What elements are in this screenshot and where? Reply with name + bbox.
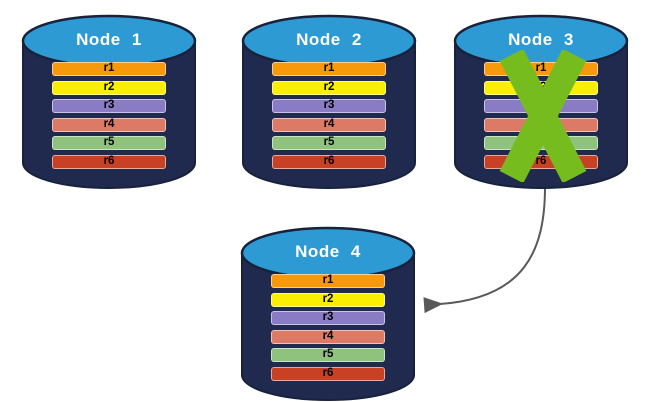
replica-row-r5: r5: [271, 348, 385, 362]
replica-rows: r1 r2 r3 r4 r5 r6: [272, 62, 386, 169]
replica-row-r6: r6: [271, 366, 385, 381]
replica-row-r4: r4: [272, 117, 386, 132]
replica-row-r5: r5: [272, 136, 386, 150]
replica-row-r6: r6: [52, 154, 166, 169]
node-title: Node 4: [295, 242, 361, 261]
node-title: Node 2: [296, 30, 362, 49]
replica-row-r6: r6: [272, 154, 386, 169]
replica-rows: r1 r2 r3 r4 r5 r6: [271, 274, 385, 381]
replica-rows: r1 r2 r3 r4 r5 r6: [52, 62, 166, 169]
replica-row-r4: r4: [52, 117, 166, 132]
failure-x-icon: [499, 50, 587, 182]
replica-row-r5: r5: [52, 136, 166, 150]
node-title: Node 3: [508, 30, 574, 49]
replica-row-r3: r3: [52, 99, 166, 113]
replica-row-r2: r2: [52, 80, 166, 95]
replica-row-r4: r4: [271, 329, 385, 344]
node-1: Node 1 r1 r2 r3 r4 r5 r6: [21, 8, 197, 190]
node-2: Node 2 r1 r2 r3 r4 r5 r6: [241, 8, 417, 190]
replica-row-r1: r1: [52, 62, 166, 76]
node-4: Node 4 r1 r2 r3 r4 r5 r6: [240, 220, 416, 402]
replica-row-r2: r2: [272, 80, 386, 95]
replica-row-r3: r3: [272, 99, 386, 113]
replica-row-r3: r3: [271, 311, 385, 325]
replica-row-r2: r2: [271, 292, 385, 307]
replica-row-r1: r1: [272, 62, 386, 76]
node-title: Node 1: [76, 30, 142, 49]
replica-row-r1: r1: [271, 274, 385, 288]
